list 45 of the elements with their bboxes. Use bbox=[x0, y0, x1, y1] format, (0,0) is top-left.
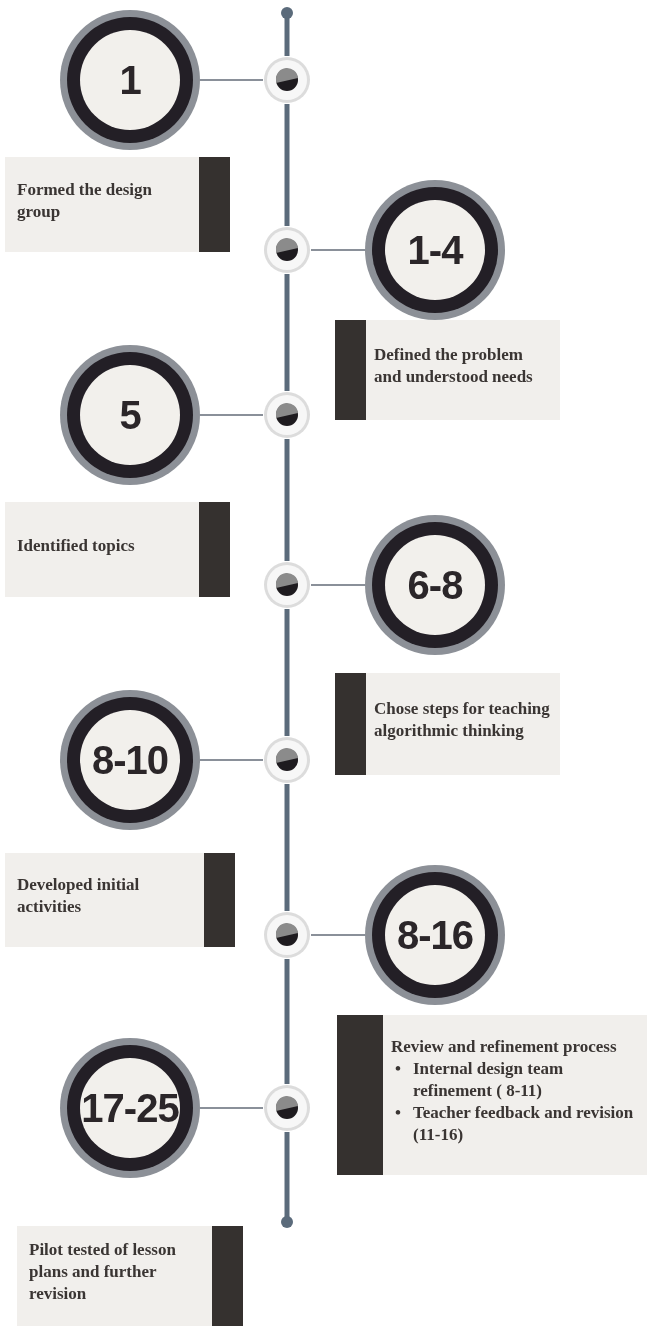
connector-line bbox=[199, 759, 264, 761]
connector-line bbox=[310, 934, 366, 936]
timeline-dot bbox=[263, 736, 311, 784]
timeline-dot bbox=[263, 391, 311, 439]
timeline-line bbox=[284, 784, 290, 911]
timeline-dot bbox=[263, 911, 311, 959]
timeline-dot bbox=[263, 226, 311, 274]
step-number-circle: 17-25 bbox=[60, 1038, 200, 1178]
step-description-box bbox=[5, 502, 230, 597]
timeline-line bbox=[284, 609, 290, 736]
step-description: Developed initial activities bbox=[17, 874, 141, 918]
timeline-line bbox=[284, 104, 290, 226]
step-description-box bbox=[5, 157, 230, 252]
step-number-circle: 8-16 bbox=[365, 865, 505, 1005]
step-number-circle: 8-10 bbox=[60, 690, 200, 830]
connector-line bbox=[199, 79, 264, 81]
timeline-line bbox=[284, 274, 290, 391]
bullet-item: Internal design team refinement ( 8-11) bbox=[413, 1058, 565, 1102]
connector-line bbox=[199, 1107, 264, 1109]
step-description: Formed the design group bbox=[17, 178, 154, 223]
connector-line bbox=[199, 414, 264, 416]
step-description-box bbox=[17, 1226, 243, 1326]
connector-line bbox=[310, 249, 366, 251]
connector-line bbox=[310, 584, 366, 586]
bullet-item: Teacher feedback and revision (11-16) bbox=[413, 1102, 635, 1146]
step-number-circle: 1 bbox=[60, 10, 200, 150]
step-description: Chose steps for teaching algorithmic thinking bbox=[374, 698, 551, 742]
step-number-circle: 1-4 bbox=[365, 180, 505, 320]
step-description: Review and refinement process bbox=[391, 1036, 618, 1058]
step-description-box bbox=[335, 320, 560, 420]
step-number-circle: 5 bbox=[60, 345, 200, 485]
step-description: Identified topics bbox=[17, 534, 136, 557]
bullet-marker: • bbox=[394, 1058, 402, 1080]
timeline-line bbox=[284, 959, 290, 1084]
step-description-box bbox=[337, 1015, 647, 1175]
step-description-box bbox=[5, 853, 235, 947]
timeline-dot bbox=[263, 561, 311, 609]
timeline-dot bbox=[263, 56, 311, 104]
step-number-circle: 6-8 bbox=[365, 515, 505, 655]
bullet-marker: • bbox=[394, 1102, 402, 1124]
timeline-line bbox=[284, 439, 290, 561]
step-description: Defined the problem and understood needs bbox=[374, 344, 534, 388]
step-description: Pilot tested of lesson plans and further revision bbox=[29, 1239, 177, 1305]
step-description-box bbox=[335, 673, 560, 775]
timeline-dot bbox=[263, 1084, 311, 1132]
